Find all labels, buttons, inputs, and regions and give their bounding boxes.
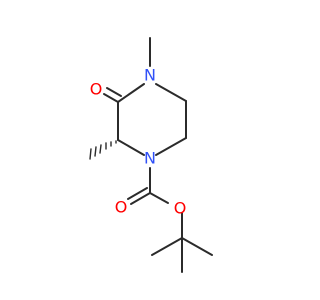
bond-c3-n4: [117, 83, 145, 103]
molecule-structure: O N N O O: [89, 37, 213, 273]
atom-o-ketone: O: [90, 80, 103, 99]
ketone-double-bond: [103, 87, 122, 103]
bond-n1-c2: [117, 139, 145, 156]
bond-c6-n1: [155, 137, 187, 156]
bond-n4-c5: [155, 83, 187, 102]
atom-n1: N: [144, 149, 156, 168]
piperazinone-ring: [117, 83, 187, 156]
molecule-canvas: O N N O O: [89, 37, 213, 273]
atom-o-carbonyl: O: [115, 198, 128, 217]
carbamate-double-bond: [127, 187, 151, 205]
bond-c-o-ester: [149, 192, 169, 204]
tert-butyl: [151, 237, 213, 273]
atom-o-ester: O: [174, 199, 187, 218]
atom-n4: N: [144, 66, 156, 85]
hashed-wedge-methyl: [89, 140, 117, 160]
